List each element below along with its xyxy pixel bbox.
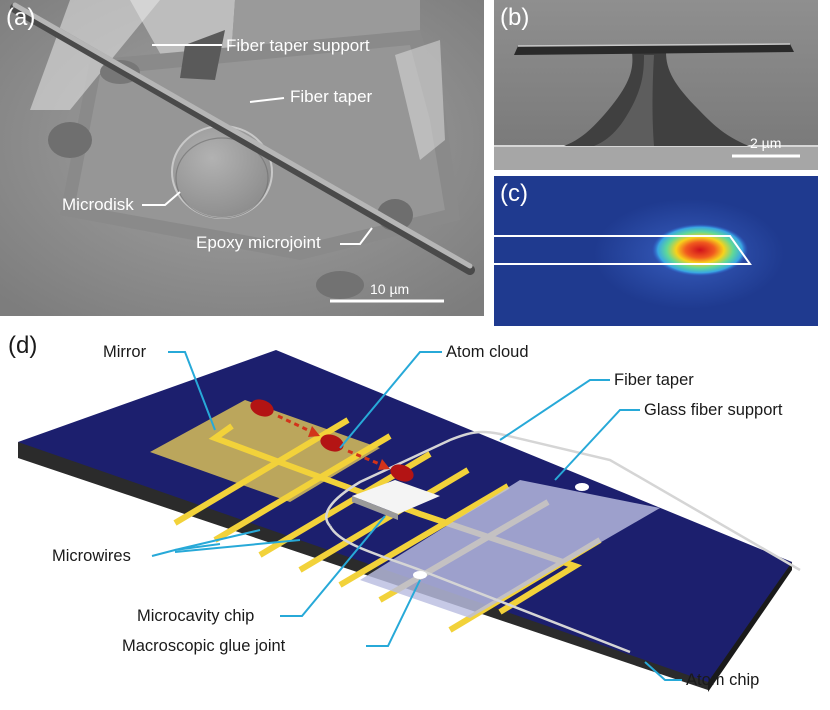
leader-atom-chip (644, 661, 682, 681)
panel-c-graphic (494, 176, 818, 326)
panel-a-sem-image: (a) Fiber taper support Fiber taper Micr… (0, 0, 484, 316)
scale-label-b: 2 µm (750, 135, 782, 151)
bright-edge-right (395, 40, 445, 160)
panel-b-label: (b) (500, 4, 530, 31)
panel-c-label: (c) (500, 180, 528, 207)
label-fiber-taper-d: Fiber taper (614, 371, 694, 389)
pedestal (564, 52, 749, 146)
microdisk-rim (175, 137, 269, 219)
atom-cloud-2 (320, 434, 344, 452)
microcavity-chip-side (352, 496, 398, 520)
leader-microcavity (280, 515, 386, 617)
label-fiber-taper-a: Fiber taper (290, 87, 373, 106)
leader-taper (249, 97, 285, 103)
label-atom-chip: Atom chip (686, 671, 760, 689)
panel-d-label: (d) (8, 332, 38, 359)
label-mirror: Mirror (103, 343, 147, 361)
atom-chip-top (18, 350, 792, 682)
pedestal-highlight (594, 55, 654, 146)
fiber-taper-rod-shadow (10, 3, 475, 275)
label-microdisk: Microdisk (62, 195, 134, 214)
disk-slab (514, 44, 794, 55)
leader-glass-support (554, 409, 640, 481)
atom-path-1 (277, 414, 313, 434)
panel-d-graphic (18, 350, 801, 692)
leader-atom-cloud (339, 351, 442, 449)
z-wire (208, 423, 583, 615)
wire-2 (213, 433, 392, 543)
scale-label-a: 10 µm (370, 281, 410, 297)
pit-left (48, 122, 92, 158)
atom-arrow-2 (378, 459, 390, 470)
microcavity-chip-shape (352, 480, 440, 514)
label-macroscopic-glue-joint: Macroscopic glue joint (122, 637, 286, 655)
leader-glue-joint (366, 579, 421, 647)
leader-microwires-2 (174, 543, 221, 551)
atom-path-2 (347, 449, 383, 467)
leader-microwires-1 (151, 529, 261, 557)
leader-epoxy (340, 227, 373, 245)
mode-hotspot (652, 224, 748, 276)
label-microwires: Microwires (52, 547, 131, 565)
panel-c-mode-profile: (c) (494, 176, 818, 326)
panel-b-sem-image: (b) 2 µm (494, 0, 818, 170)
leader-microwires-3 (174, 539, 301, 553)
label-fiber-taper-support: Fiber taper support (226, 36, 370, 55)
leader-microdisk (142, 191, 181, 206)
fiber-taper-lower (328, 525, 631, 654)
leader-fiber-taper (499, 379, 610, 441)
support-triangle (180, 30, 225, 80)
panel-b-graphic (494, 0, 818, 170)
substrate-b (494, 146, 818, 170)
leader-mirror (168, 351, 216, 431)
label-epoxy-microjoint: Epoxy microjoint (196, 233, 321, 252)
atom-cloud-3 (390, 464, 414, 482)
glue-joint-2 (413, 571, 427, 579)
label-atom-cloud: Atom cloud (446, 343, 529, 361)
leader-lines (151, 351, 682, 681)
wire-5 (338, 483, 510, 588)
pit-bottom (316, 271, 364, 299)
atom-cloud-1 (250, 399, 274, 417)
glass-fiber-support (360, 480, 660, 618)
panel-d-schematic: (d) Mirror Atom cloud Fiber taper Glass … (0, 330, 830, 710)
label-microcavity-chip: Microcavity chip (137, 607, 255, 625)
wire-4 (298, 467, 470, 573)
panel-a-graphic (0, 0, 484, 316)
wire-1 (173, 417, 350, 526)
atom-clouds (250, 399, 414, 482)
fiber-taper-rod (12, 2, 473, 269)
disk-slab-edge (517, 43, 791, 47)
label-glass-fiber-support: Glass fiber support (644, 401, 783, 419)
glue-joint-1 (575, 483, 589, 491)
chip-side-right (708, 562, 792, 692)
atom-arrow-1 (308, 426, 320, 437)
panel-a-label: (a) (6, 4, 36, 31)
fiber-taper-upper (325, 430, 801, 572)
disk-cross-section-outline (494, 235, 752, 265)
